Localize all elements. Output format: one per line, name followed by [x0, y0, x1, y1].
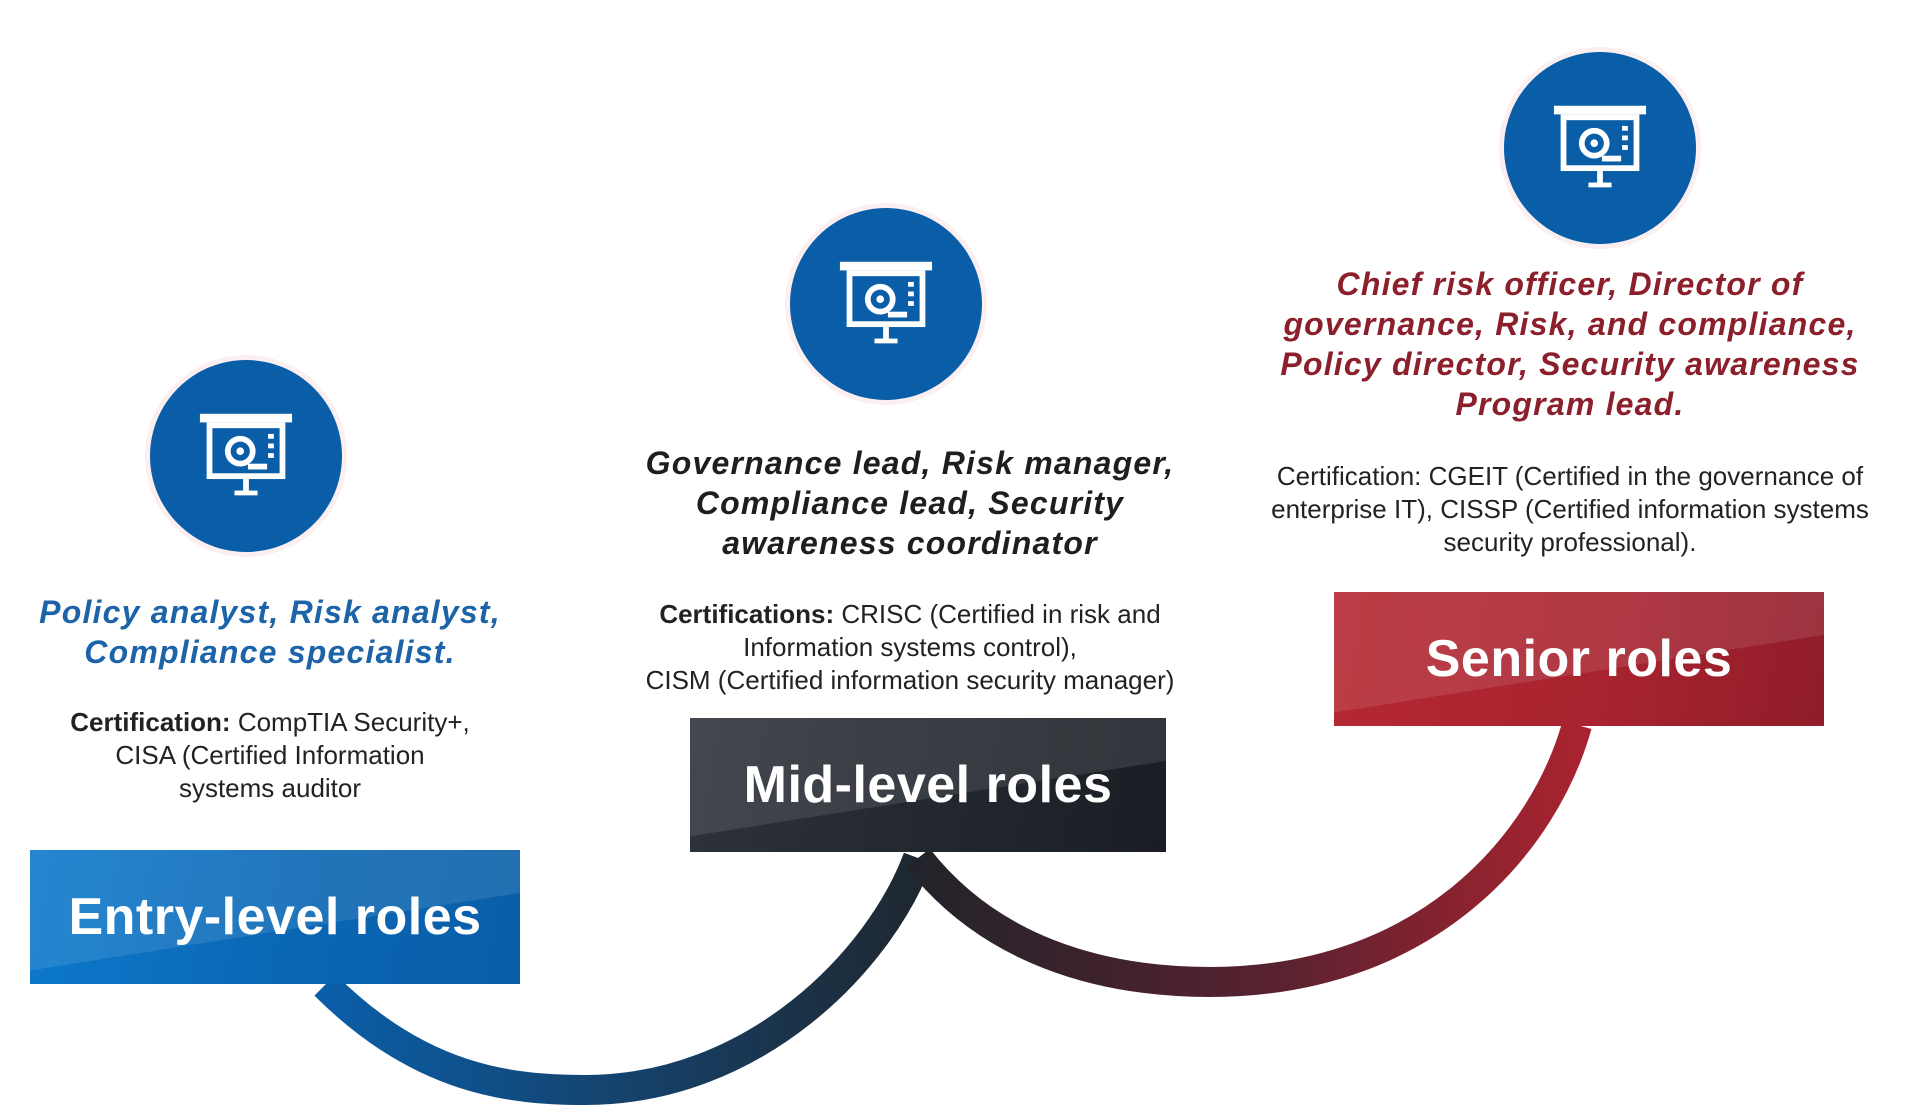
mid-cert-text: Information systems control),: [743, 632, 1077, 662]
mid-roles-line: awareness coordinator: [722, 525, 1098, 561]
entry-cert-text: CISA (Certified Information: [115, 740, 425, 770]
entry-roles-line: Policy analyst, Risk analyst,: [39, 594, 501, 630]
mid-cert-text: CRISC (Certified in risk and: [834, 599, 1161, 629]
senior-roles-line: Policy director, Security awareness: [1280, 346, 1860, 382]
presentation-board-icon: [199, 413, 293, 496]
entry-cert-text: CompTIA Security+,: [230, 707, 470, 737]
presentation-board-icon: [839, 261, 933, 344]
mid-roles-line: Compliance lead, Security: [695, 485, 1125, 521]
senior-roles-banner: Senior roles: [1334, 592, 1824, 726]
entry-cert-label: Certification:: [70, 707, 231, 737]
senior-roles-list: Chief risk officer, Director of governan…: [1270, 264, 1870, 424]
entry-roles-line: Compliance specialist.: [84, 634, 456, 670]
senior-certifications: Certification: CGEIT (Certified in the g…: [1235, 460, 1905, 559]
presentation-board-icon: [1553, 105, 1647, 188]
entry-cert-text: systems auditor: [178, 773, 362, 803]
entry-to-mid-curve: [314, 852, 933, 1106]
mid-roles-line: Governance lead, Risk manager,: [645, 445, 1175, 481]
mid-stage-circle: [790, 208, 982, 400]
senior-roles-banner-label: Senior roles: [1425, 630, 1733, 688]
entry-level-banner: Entry-level roles: [30, 850, 520, 984]
mid-cert-label: Certifications:: [659, 599, 835, 629]
senior-cert-text: Certification: CGEIT (Certified in the g…: [1276, 461, 1864, 491]
mid-cert-text: CISM (Certified information security man…: [645, 665, 1175, 695]
entry-certifications: Certification: CompTIA Security+, CISA (…: [30, 706, 510, 805]
senior-roles-line: Program lead.: [1455, 386, 1685, 422]
mid-level-banner: Mid-level roles: [690, 718, 1166, 852]
senior-cert-text: enterprise IT), CISSP (Certified informa…: [1271, 494, 1869, 524]
mid-certifications: Certifications: CRISC (Certified in risk…: [600, 598, 1220, 697]
senior-cert-text: security professional).: [1443, 527, 1697, 557]
mid-roles-list: Governance lead, Risk manager, Complianc…: [620, 443, 1200, 563]
senior-stage-circle: [1504, 52, 1696, 244]
mid-to-senior-curve: [906, 720, 1592, 998]
entry-roles-list: Policy analyst, Risk analyst, Compliance…: [30, 592, 510, 672]
senior-roles-line: Chief risk officer, Director of: [1336, 266, 1804, 302]
mid-level-banner-label: Mid-level roles: [743, 756, 1113, 814]
senior-roles-line: governance, Risk, and compliance,: [1283, 306, 1857, 342]
entry-stage-circle: [150, 360, 342, 552]
entry-level-banner-label: Entry-level roles: [68, 888, 482, 946]
